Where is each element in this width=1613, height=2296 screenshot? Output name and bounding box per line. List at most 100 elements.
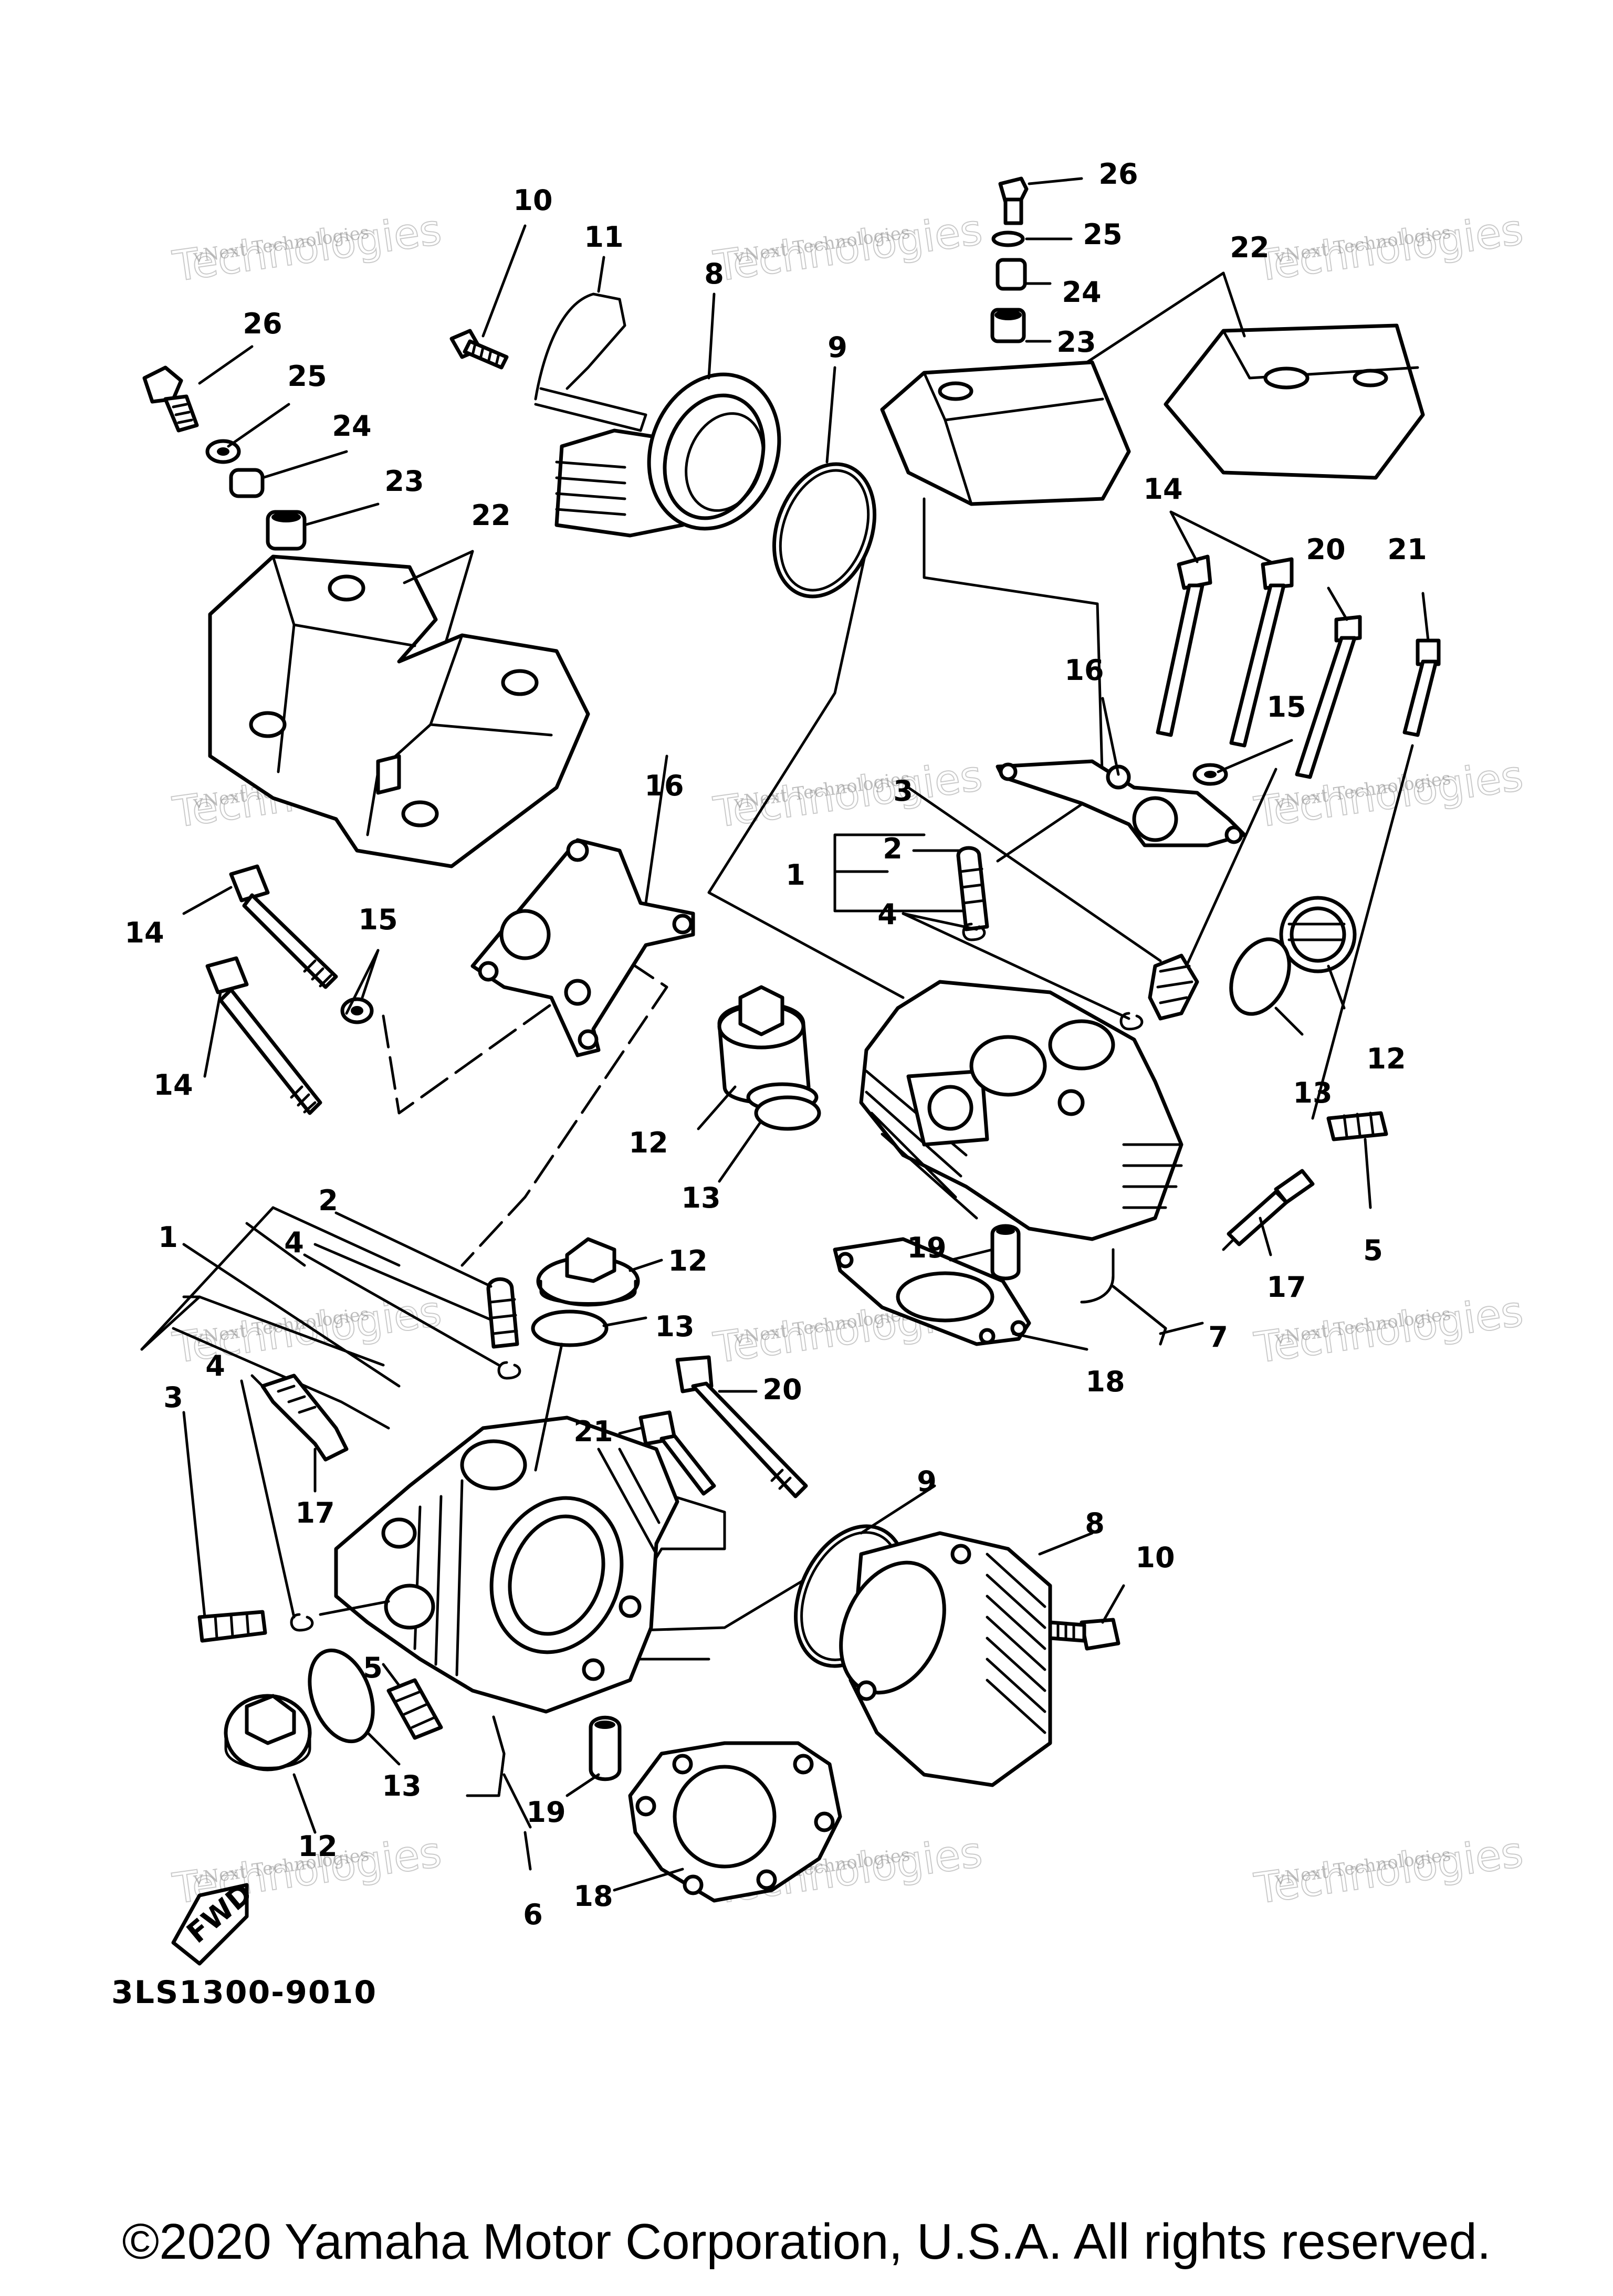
spark-plug-17-right — [1222, 1169, 1315, 1251]
o-ring-9-top — [772, 462, 877, 599]
rocker-plate-16-left — [470, 838, 695, 1057]
rear-valve-guides — [956, 846, 1199, 1031]
callout-label: 20 — [1306, 533, 1345, 566]
dowel-19-front — [589, 1715, 622, 1781]
bolt-10-top — [449, 329, 509, 370]
o-ring-13-front-top — [531, 1309, 609, 1347]
rear-cylinder-head — [859, 980, 1183, 1241]
callout-label: 13 — [1293, 1076, 1332, 1109]
callout-label: 12 — [629, 1126, 668, 1159]
watermark: Technologies vNext Technologies — [169, 204, 445, 291]
plug-cap-12-front-top — [536, 1237, 640, 1307]
callout-label: 13 — [382, 1769, 421, 1802]
oil-pipe-7 — [1080, 1248, 1167, 1346]
long-bolts-rear — [1156, 554, 1441, 779]
callout-label: 1 — [785, 858, 805, 892]
callout-label: 25 — [1083, 218, 1122, 251]
spark-plug-17-front — [250, 1374, 349, 1462]
callout-label: 14 — [124, 916, 164, 949]
callout-label: 19 — [526, 1796, 565, 1829]
callouts: 10 11 8 9 26 25 24 23 22 26 25 24 23 22 … — [124, 158, 1427, 1931]
bolts-20-21-front — [638, 1355, 808, 1498]
callout-label: 14 — [153, 1068, 193, 1102]
oil-pipe-11 — [534, 292, 647, 432]
callout-label: 6 — [523, 1898, 543, 1931]
callout-label: 11 — [584, 221, 623, 254]
rear-rocker-cover-left — [880, 360, 1131, 506]
o-ring-13-right — [1229, 937, 1291, 1016]
rear-cover-bolt-stack — [990, 176, 1029, 343]
rear-rocker-cover-right — [1164, 323, 1425, 480]
callout-label: 4 — [205, 1349, 225, 1382]
callout-label: 2 — [318, 1184, 338, 1217]
callout-label: 5 — [363, 1651, 383, 1684]
callout-label: 7 — [1208, 1320, 1228, 1354]
watermark: Technologies vNext Technologies — [1251, 750, 1526, 837]
callout-label: 24 — [332, 410, 371, 443]
watermark: Technologies vNext Technologies — [1251, 1827, 1526, 1914]
callout-label: 3 — [163, 1381, 183, 1414]
plug-cap-12-front-bottom — [224, 1694, 312, 1771]
callout-label: 10 — [513, 184, 552, 217]
callout-label: 26 — [243, 307, 282, 340]
callout-label: 23 — [1056, 326, 1096, 359]
front-cylinder — [839, 1531, 1052, 1787]
bolt-10-front — [1048, 1618, 1120, 1651]
callout-label: 17 — [295, 1496, 334, 1529]
callout-label: 14 — [1143, 473, 1182, 506]
callout-label: 12 — [298, 1830, 337, 1863]
gasket-18-right — [833, 1237, 1031, 1346]
callout-label: 17 — [1266, 1271, 1306, 1304]
callout-label: 12 — [668, 1244, 707, 1277]
callout-label: 8 — [704, 257, 724, 290]
callout-label: 22 — [471, 499, 510, 532]
callout-label: 18 — [573, 1880, 613, 1913]
callout-label: 21 — [573, 1415, 613, 1448]
o-ring-13-middle — [754, 1095, 821, 1131]
watermark: Technologies vNext Technologies — [1251, 204, 1526, 291]
callout-label: 10 — [1135, 1541, 1175, 1574]
plug-cap-12-middle — [717, 985, 819, 1113]
callout-label: 19 — [907, 1231, 946, 1264]
clip-4-front — [290, 1361, 521, 1632]
callout-label: 8 — [1085, 1507, 1105, 1540]
callout-label: 4 — [284, 1226, 304, 1259]
callout-label: 16 — [644, 769, 684, 802]
copyright-notice: ©2020 Yamaha Motor Corporation, U.S.A. A… — [122, 2214, 1491, 2270]
callout-label: 26 — [1098, 158, 1138, 191]
front-rocker-cover — [208, 554, 590, 868]
callout-label: 5 — [1363, 1234, 1383, 1267]
callout-label: 1 — [158, 1221, 178, 1254]
callout-label: 23 — [384, 465, 424, 498]
callout-label: 13 — [655, 1310, 694, 1343]
o-ring-13-front-bottom — [308, 1648, 375, 1744]
callout-label: 15 — [358, 903, 397, 936]
callout-label: 24 — [1062, 276, 1101, 309]
front-cylinder-head — [334, 1416, 679, 1714]
gasket-18-front — [628, 1741, 842, 1903]
front-cover-bolt-stack — [142, 365, 307, 551]
washer-15-right — [1192, 763, 1228, 786]
valve-guide-3-front — [197, 1610, 267, 1643]
leader-lines — [182, 177, 1430, 1892]
long-bolts-14-left — [205, 864, 338, 1115]
watermark: Technologies vNext Technologies — [710, 204, 986, 291]
callout-label: 16 — [1064, 654, 1104, 687]
callout-label: 25 — [287, 360, 327, 393]
stud-5-right — [1326, 1111, 1388, 1141]
callout-label: 20 — [762, 1373, 802, 1406]
rear-cylinder — [554, 372, 781, 538]
callout-label: 2 — [883, 832, 903, 865]
callout-label: 9 — [917, 1465, 937, 1498]
rocker-plate-16-right — [996, 759, 1247, 847]
dowel-19-right — [990, 1224, 1021, 1281]
callout-label: 22 — [1230, 231, 1269, 264]
callout-label: 12 — [1366, 1042, 1406, 1075]
oil-pipe-6 — [466, 1715, 532, 1829]
plug-cap-12-right — [1279, 896, 1357, 973]
callout-label: 4 — [877, 898, 897, 931]
callout-label: 21 — [1387, 533, 1427, 566]
valve-guide-2-front — [486, 1277, 519, 1349]
callout-label: 3 — [893, 774, 913, 808]
